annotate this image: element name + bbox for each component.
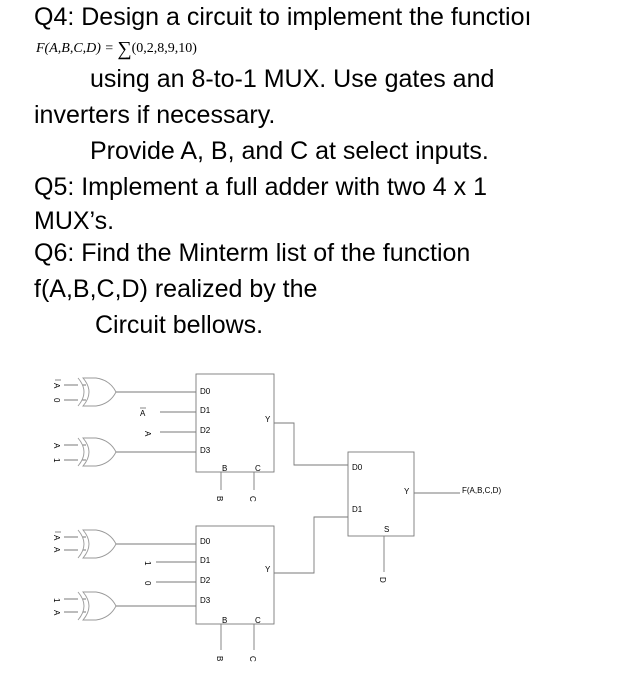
q6-line2: f(A,B,C,D) realized by the <box>34 275 318 303</box>
mux1-sel-b-source: B <box>215 496 224 501</box>
mux1-d1-source-label: A <box>140 409 146 418</box>
q4-title: Q4: Design a circuit to implement the fu… <box>34 3 532 31</box>
mux1-d1-label: D1 <box>200 406 211 415</box>
xor-gate-1: A 0 <box>52 377 196 407</box>
sigma-symbol: ∑ <box>117 38 132 60</box>
mux2-sel-c-source: C <box>248 656 257 662</box>
q4-line4: Provide A, B, and C at select inputs. <box>90 137 489 165</box>
mux3-sel-source: D <box>378 577 387 583</box>
xor-gate-4: 1 A <box>52 591 196 621</box>
q4-line3: inverters if necessary. <box>34 101 276 129</box>
xor3-input-b-label: A <box>52 547 61 553</box>
mux3-d1-label: D1 <box>352 505 363 514</box>
mux-2: D0 D1 D2 D3 Y B C 1 0 B C <box>143 516 348 662</box>
mux1-sel-c-source: C <box>248 496 257 502</box>
q6-line1: Q6: Find the Minterm list of the functio… <box>34 239 471 267</box>
xor3-input-a-label: A <box>52 535 61 541</box>
mux-1: D0 D1 D2 D3 Y B C A A B C <box>140 373 348 502</box>
mux3-body <box>347 451 415 537</box>
xor1-input-a-label: A <box>52 383 61 389</box>
q5-line2: MUX’s. <box>34 207 115 235</box>
formula-terms: (0,2,8,9,10) <box>131 41 197 56</box>
mux2-d0-label: D0 <box>200 537 211 546</box>
mux1-sel-c-label: C <box>255 464 261 473</box>
xor-gate-3: A A <box>52 529 196 559</box>
q6-line3: Circuit bellows. <box>95 311 264 339</box>
mux1-d3-label: D3 <box>200 446 211 455</box>
mux2-d1-label: D1 <box>200 556 211 565</box>
mux2-y-label: Y <box>265 565 271 574</box>
mux3-d0-label: D0 <box>352 463 363 472</box>
xor2-input-b-label: 1 <box>52 458 61 463</box>
mux2-sel-b-label: B <box>222 616 227 625</box>
mux1-d0-label: D0 <box>200 387 211 396</box>
mux2-d3-label: D3 <box>200 596 211 605</box>
xor1-input-b-label: 0 <box>52 398 61 403</box>
mux2-sel-c-label: C <box>255 616 261 625</box>
mux1-y-label: Y <box>265 415 271 424</box>
q4-line2: using an 8-to-1 MUX. Use gates and <box>90 65 495 93</box>
mux1-body <box>195 373 275 473</box>
mux2-d2-source-label: 0 <box>143 581 152 586</box>
q4-formula: F(A,B,C,D) = ∑(0,2,8,9,10) <box>36 38 197 61</box>
xor2-input-a-label: A <box>52 443 61 449</box>
formula-lhs: F(A,B,C,D) = <box>36 41 114 56</box>
q5-line1: Q5: Implement a full adder with two 4 x … <box>34 173 487 201</box>
xor-gate-2: A 1 <box>52 437 196 467</box>
mux1-d2-source-label: A <box>143 431 152 437</box>
output-label: F(A,B,C,D) <box>462 486 501 495</box>
mux1-d2-label: D2 <box>200 426 211 435</box>
mux2-body <box>195 525 275 625</box>
xor4-input-a-label: 1 <box>52 598 61 603</box>
mux2-sel-b-source: B <box>215 656 224 661</box>
xor4-input-b-label: A <box>52 610 61 616</box>
mux3-y-label: Y <box>404 487 410 496</box>
mux3-sel-label: S <box>384 525 389 534</box>
mux1-sel-b-label: B <box>222 464 227 473</box>
mux2-d2-label: D2 <box>200 576 211 585</box>
mux-3: D0 D1 Y S D <box>347 451 460 583</box>
mux2-d1-source-label: 1 <box>143 561 152 566</box>
